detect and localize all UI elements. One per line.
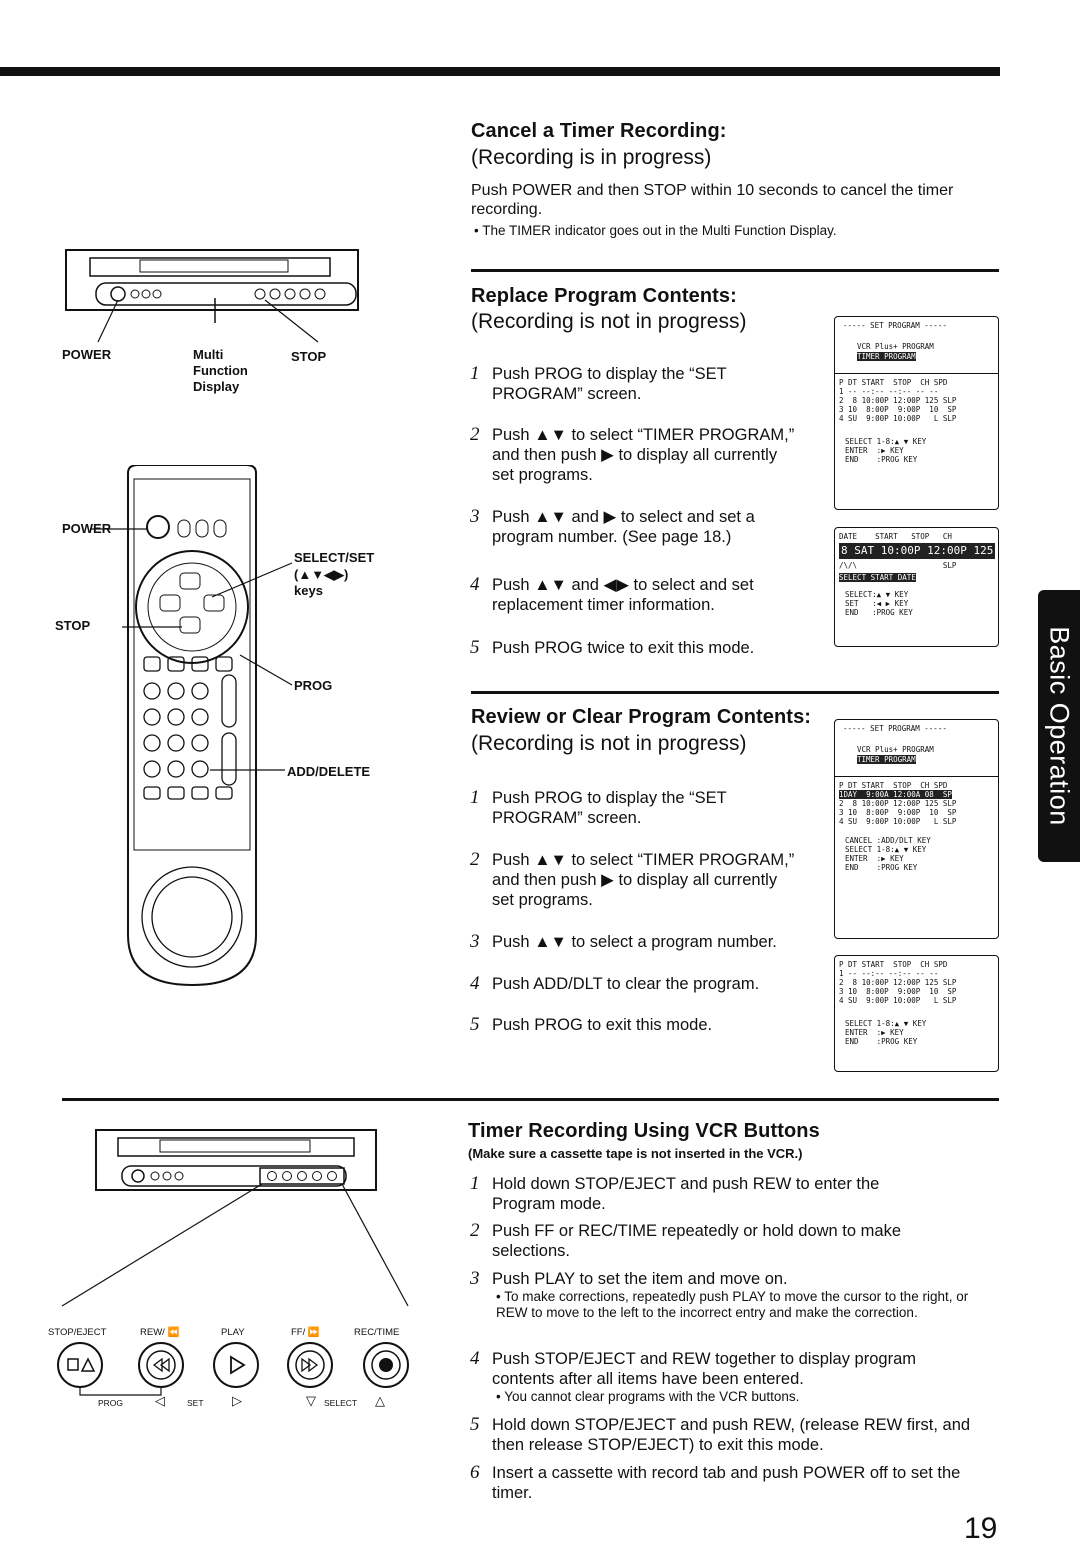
vcr-section-rule (62, 1098, 999, 1101)
replace-subtitle: (Recording is not in progress) (471, 310, 747, 333)
label-display: Display (193, 379, 240, 394)
label-ff: FF/ ⏩ (291, 1327, 320, 1338)
arrow-up-icon: △ (375, 1393, 385, 1408)
vcr-front-bottom-illustration (60, 1128, 420, 1313)
label-select-set: SELECT/SET (294, 550, 375, 565)
label-stop-eject: STOP/EJECT (48, 1327, 107, 1338)
label-rew: REW/ ⏪ (140, 1327, 180, 1338)
label-select-small: SELECT (324, 1398, 358, 1408)
arrow-right-icon: ▷ (232, 1393, 242, 1408)
cancel-note: • The TIMER indicator goes out in the Mu… (474, 223, 837, 238)
vcr-front-illustration (60, 248, 370, 383)
label-stop-remote: STOP (55, 618, 91, 633)
vcr-title: Timer Recording Using VCR Buttons (468, 1120, 820, 1142)
section-tab-label: Basic Operation (1044, 626, 1075, 826)
arrow-left-icon: ◁ (155, 1393, 165, 1408)
screen-select-start-date: DATE START STOP CH 8 SAT 10:00P 12:00P 1… (834, 527, 999, 647)
section-tab: Basic Operation (1038, 590, 1080, 862)
cancel-title: Cancel a Timer Recording: (471, 120, 727, 142)
label-play: PLAY (221, 1327, 245, 1338)
label-select-keys: (▲▼◀▶) (294, 567, 349, 582)
remote-control-illustration (60, 464, 380, 990)
label-prog: PROG (294, 678, 333, 693)
review-subtitle: (Recording is not in progress) (471, 732, 747, 755)
vcr-subtitle: (Make sure a cassette tape is not insert… (468, 1146, 803, 1161)
label-set-small: SET (187, 1398, 204, 1408)
replace-title: Replace Program Contents: (471, 285, 737, 307)
label-add-delete: ADD/DELETE (287, 764, 371, 779)
page-number: 19 (964, 1512, 998, 1545)
top-rule (0, 67, 1000, 76)
replace-rule (471, 269, 999, 272)
screen-set-program-b: ----- SET PROGRAM ----- VCR Plus+ PROGRA… (834, 719, 999, 939)
cancel-body: Push POWER and then STOP within 10 secon… (471, 182, 954, 218)
label-power-remote: POWER (62, 521, 112, 536)
screen-set-program-a: ----- SET PROGRAM ----- VCR Plus+ PROGRA… (834, 316, 999, 510)
label-rec-time: REC/TIME (354, 1327, 400, 1338)
arrow-down-icon: ▽ (306, 1393, 316, 1408)
label-prog-small: PROG (98, 1398, 124, 1408)
screen-program-list: P DT START STOP CH SPD 1 -- --:-- --:-- … (834, 955, 999, 1072)
label-keys: keys (294, 583, 323, 598)
review-rule (471, 691, 999, 694)
label-function: Function (193, 363, 248, 378)
cancel-subtitle: (Recording is in progress) (471, 146, 712, 169)
label-stop-top: STOP (291, 349, 327, 364)
review-title: Review or Clear Program Contents: (471, 706, 812, 728)
label-power-top: POWER (62, 347, 112, 362)
label-multi: Multi (193, 347, 224, 362)
vcr-buttons-row (48, 1340, 418, 1400)
